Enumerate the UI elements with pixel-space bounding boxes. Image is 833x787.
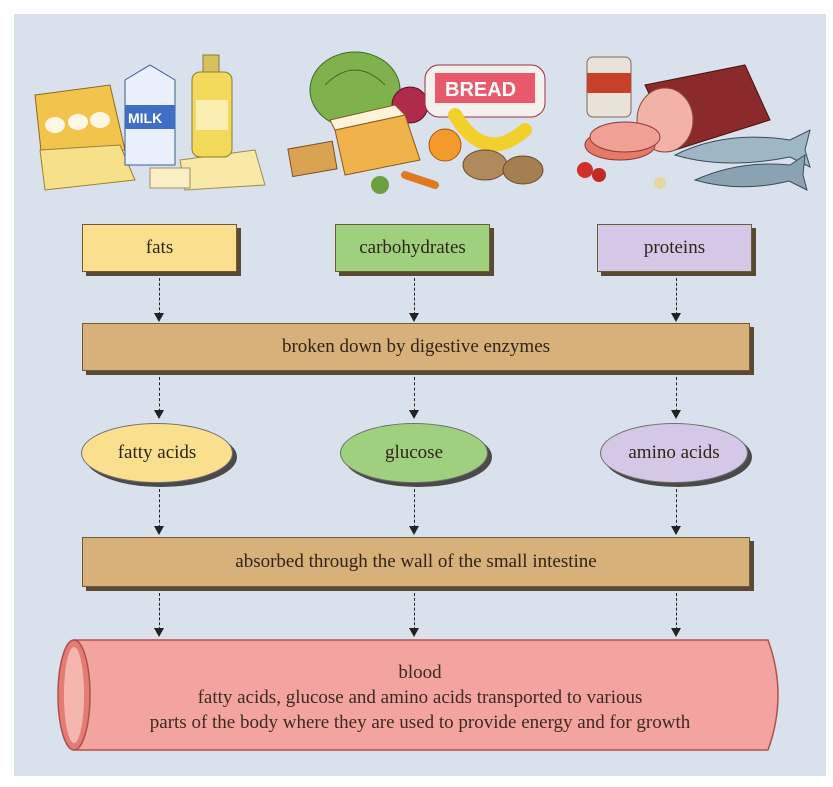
fatty-acids-oval: fatty acids — [81, 423, 233, 483]
fats-food-illustration: MILK — [34, 54, 266, 191]
digestion-step-label: broken down by digestive enzymes — [281, 336, 551, 357]
blood-vessel — [57, 639, 779, 751]
carbohydrates-box: carbohydrates — [335, 224, 490, 272]
arrow-absorption-to-blood-right — [671, 593, 681, 637]
arrow-fatty-acids-to-absorption — [154, 489, 164, 535]
arrow-absorption-to-blood-middle — [409, 593, 419, 637]
digestion-step: broken down by digestive enzymes — [82, 323, 750, 371]
arrow-carbohydrates-to-digestion — [409, 278, 419, 322]
arrow-digestion-to-fatty-acids — [154, 377, 164, 419]
arrow-absorption-to-blood-left — [154, 593, 164, 637]
amino-acids-oval: amino acids — [600, 423, 748, 483]
carbohydrates-label: carbohydrates — [359, 237, 466, 258]
absorption-step-label: absorbed through the wall of the small i… — [235, 551, 597, 572]
fats-label: fats — [145, 237, 174, 258]
proteins-box: proteins — [597, 224, 752, 272]
arrow-amino-acids-to-absorption — [671, 489, 681, 535]
fats-box: fats — [82, 224, 237, 272]
proteins-label: proteins — [643, 237, 706, 258]
amino-acids-label: amino acids — [628, 442, 720, 463]
bread-label: BREAD — [445, 79, 516, 101]
blood-line-1: fatty acids, glucose and amino acids tra… — [197, 687, 643, 708]
arrow-glucose-to-absorption — [409, 489, 419, 535]
arrow-fats-to-digestion — [154, 278, 164, 322]
arrow-proteins-to-digestion — [671, 278, 681, 322]
blood-line-2: parts of the body where they are used to… — [149, 712, 691, 733]
arrow-digestion-to-glucose — [409, 377, 419, 419]
glucose-oval: glucose — [340, 423, 488, 483]
carbohydrates-food-illustration: BREAD — [287, 51, 546, 194]
blood-title: blood — [398, 662, 442, 683]
absorption-step: absorbed through the wall of the small i… — [82, 537, 750, 587]
glucose-label: glucose — [384, 442, 444, 463]
milk-label: MILK — [128, 110, 162, 126]
arrow-digestion-to-amino-acids — [671, 377, 681, 419]
proteins-food-illustration — [577, 56, 811, 191]
blood-description: blood fatty acids, glucose and amino aci… — [70, 660, 770, 735]
fatty-acids-label: fatty acids — [117, 442, 197, 463]
